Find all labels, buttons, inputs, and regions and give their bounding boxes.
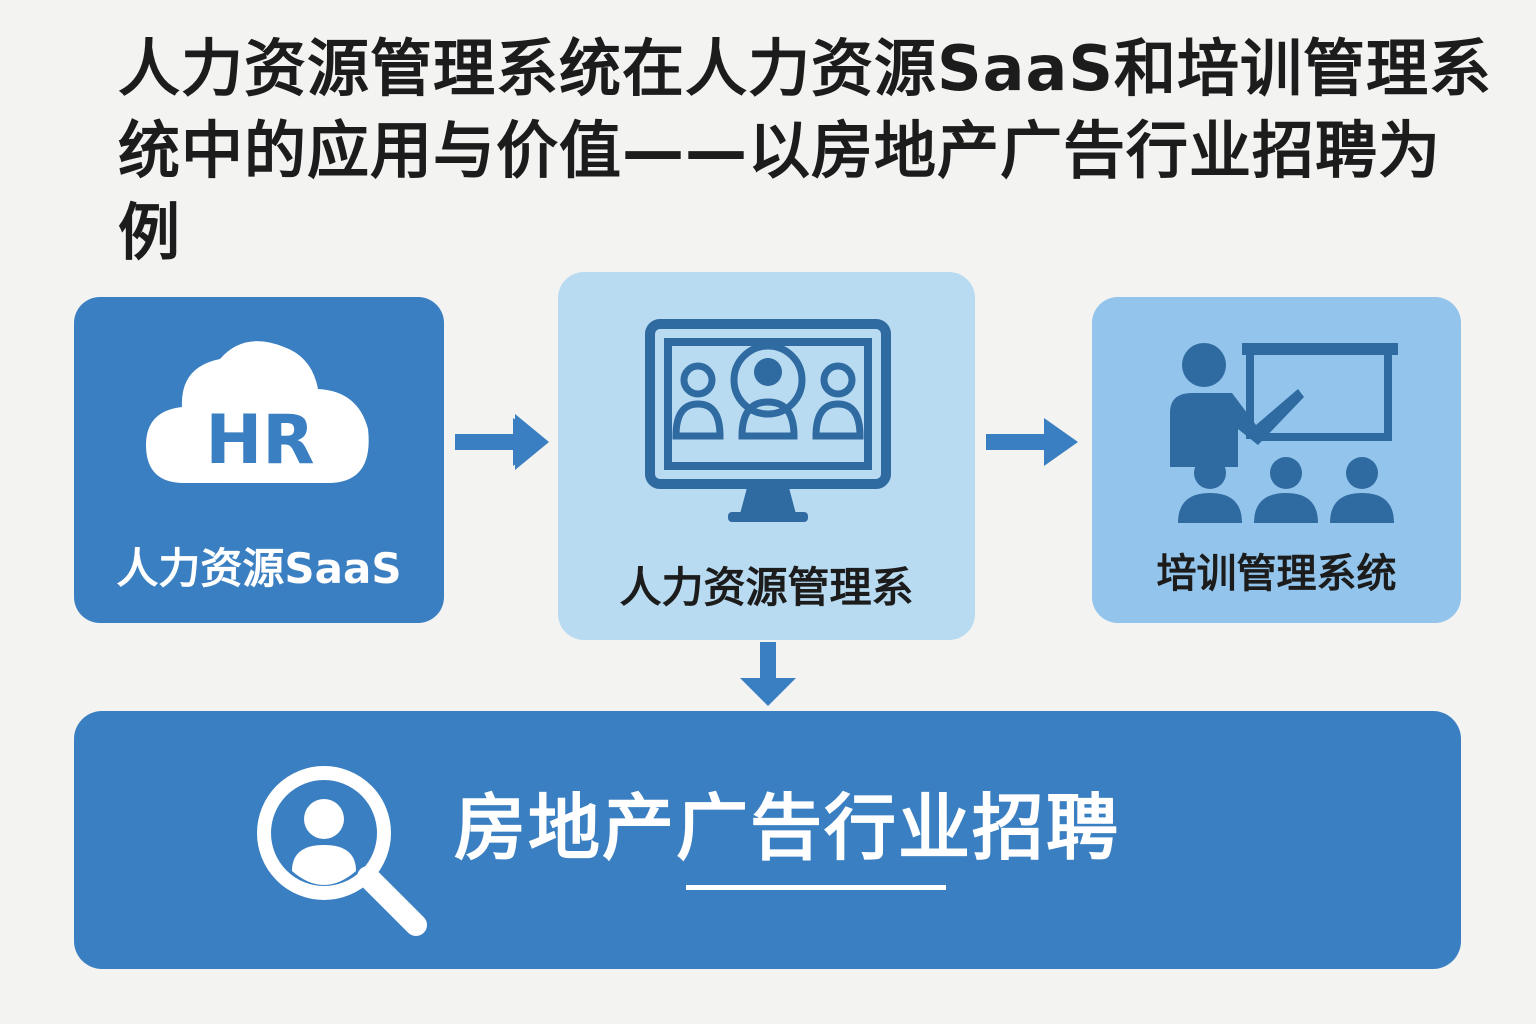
node-recruitment-label: 房地产广告行业招聘 — [454, 786, 1121, 870]
node-training-label: 培训管理系统 — [1156, 551, 1397, 597]
node-recruitment: 房地产广告行业招聘 — [74, 711, 1461, 969]
arrow-right-icon — [986, 418, 1078, 466]
node-training: 培训管理系统 — [1092, 297, 1461, 623]
arrow-down-icon — [740, 642, 796, 706]
node-hrms: 人力资源管理系 — [558, 272, 975, 640]
monitor-people-icon — [645, 319, 891, 522]
hr-cloud-text: HR — [205, 401, 314, 480]
person-search-icon — [257, 766, 427, 936]
arrow-right-icon — [455, 414, 549, 470]
teacher-board-icon — [1170, 343, 1398, 523]
hr-cloud-icon: HR — [146, 341, 369, 483]
node-hrms-label: 人力资源管理系 — [619, 563, 914, 612]
node-hr-saas-label: 人力资源SaaS — [116, 544, 402, 593]
node-hr-saas: HR 人力资源SaaS — [74, 297, 444, 623]
diagram-title: 人力资源管理系统在人力资源SaaS和培训管理系统中的应用与价值——以房地产广告行… — [118, 32, 1492, 269]
divider-line — [686, 885, 946, 890]
